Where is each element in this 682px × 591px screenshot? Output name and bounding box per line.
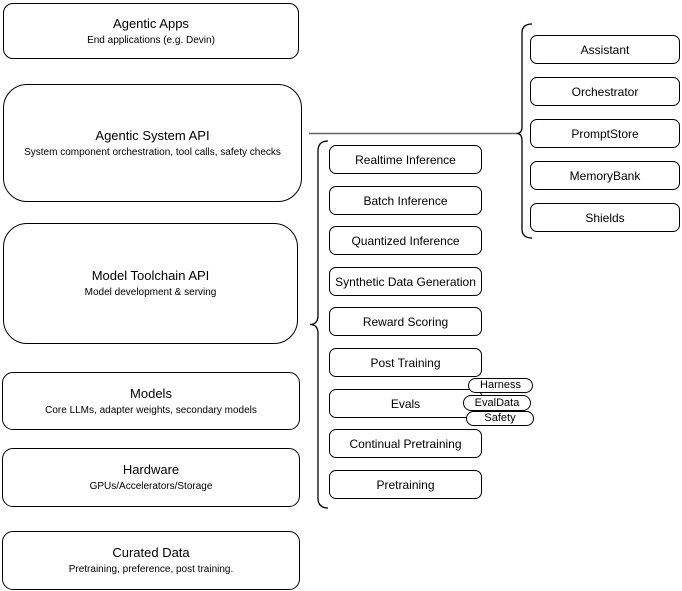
toolchain-item-label: Batch Inference <box>363 193 448 208</box>
component-label: MemoryBank <box>569 168 641 183</box>
box-title: Hardware <box>122 462 180 477</box>
component-label: Shields <box>585 210 625 225</box>
toolchain-item-reward-scoring: Reward Scoring <box>329 307 482 336</box>
evals-tag-safety: Safety <box>466 411 534 426</box>
box-subtitle: Model development & serving <box>84 287 217 298</box>
box-title: Agentic Apps <box>113 15 189 31</box>
toolchain-item-pretraining: Pretraining <box>329 470 482 499</box>
box-models: Models Core LLMs, adapter weights, secon… <box>2 372 300 430</box>
toolchain-brace <box>309 140 329 509</box>
box-subtitle: GPUs/Accelerators/Storage <box>89 481 213 492</box>
toolchain-item-synthetic-data-generation: Synthetic Data Generation <box>329 267 482 296</box>
toolchain-item-label: Continual Pretraining <box>349 436 462 451</box>
component-assistant: Assistant <box>530 35 680 64</box>
component-label: PromptStore <box>571 126 639 141</box>
evals-tag-evaldata: EvalData <box>463 395 531 411</box>
box-title: Curated Data <box>112 545 190 560</box>
component-memorybank: MemoryBank <box>530 161 680 190</box>
component-orchestrator: Orchestrator <box>530 77 680 106</box>
toolchain-item-evals: Evals <box>329 389 482 418</box>
evals-tag-label: Harness <box>480 379 521 391</box>
box-hardware: Hardware GPUs/Accelerators/Storage <box>2 448 300 507</box>
evals-tag-label: Safety <box>484 412 516 424</box>
toolchain-item-label: Reward Scoring <box>362 314 449 329</box>
box-title: Agentic System API <box>95 127 210 143</box>
box-subtitle: System component orchestration, tool cal… <box>24 146 281 158</box>
box-subtitle: Core LLMs, adapter weights, secondary mo… <box>45 404 257 416</box>
toolchain-item-post-training: Post Training <box>329 348 482 377</box>
toolchain-item-label: Pretraining <box>376 477 435 492</box>
component-label: Assistant <box>580 42 630 57</box>
component-promptstore: PromptStore <box>530 119 680 148</box>
toolchain-item-label: Quantized Inference <box>351 233 460 248</box>
box-agentic-apps: Agentic Apps End applications (e.g. Devi… <box>3 3 299 59</box>
evals-tag-label: EvalData <box>474 396 520 409</box>
toolchain-item-label: Synthetic Data Generation <box>335 274 476 289</box>
components-brace <box>516 23 533 239</box>
box-model-toolchain-api: Model Toolchain API Model development & … <box>3 223 298 344</box>
evals-tag-harness: Harness <box>468 378 533 393</box>
toolchain-item-batch-inference: Batch Inference <box>329 186 482 215</box>
toolchain-item-label: Post Training <box>370 355 441 370</box>
component-label: Orchestrator <box>571 84 639 99</box>
toolchain-item-quantized-inference: Quantized Inference <box>329 226 482 255</box>
box-title: Models <box>130 385 172 401</box>
box-subtitle: Pretraining, preference, post training. <box>68 564 234 575</box>
box-agentic-system-api: Agentic System API System component orch… <box>3 84 302 202</box>
toolchain-item-realtime-inference: Realtime Inference <box>329 145 482 174</box>
toolchain-item-continual-pretraining: Continual Pretraining <box>329 429 482 458</box>
component-shields: Shields <box>530 203 680 232</box>
box-curated-data: Curated Data Pretraining, preference, po… <box>2 531 300 590</box>
toolchain-item-label: Realtime Inference <box>355 152 456 167</box>
box-subtitle: End applications (e.g. Devin) <box>87 34 215 46</box>
toolchain-item-label: Evals <box>390 396 421 411</box>
box-title: Model Toolchain API <box>91 268 210 283</box>
